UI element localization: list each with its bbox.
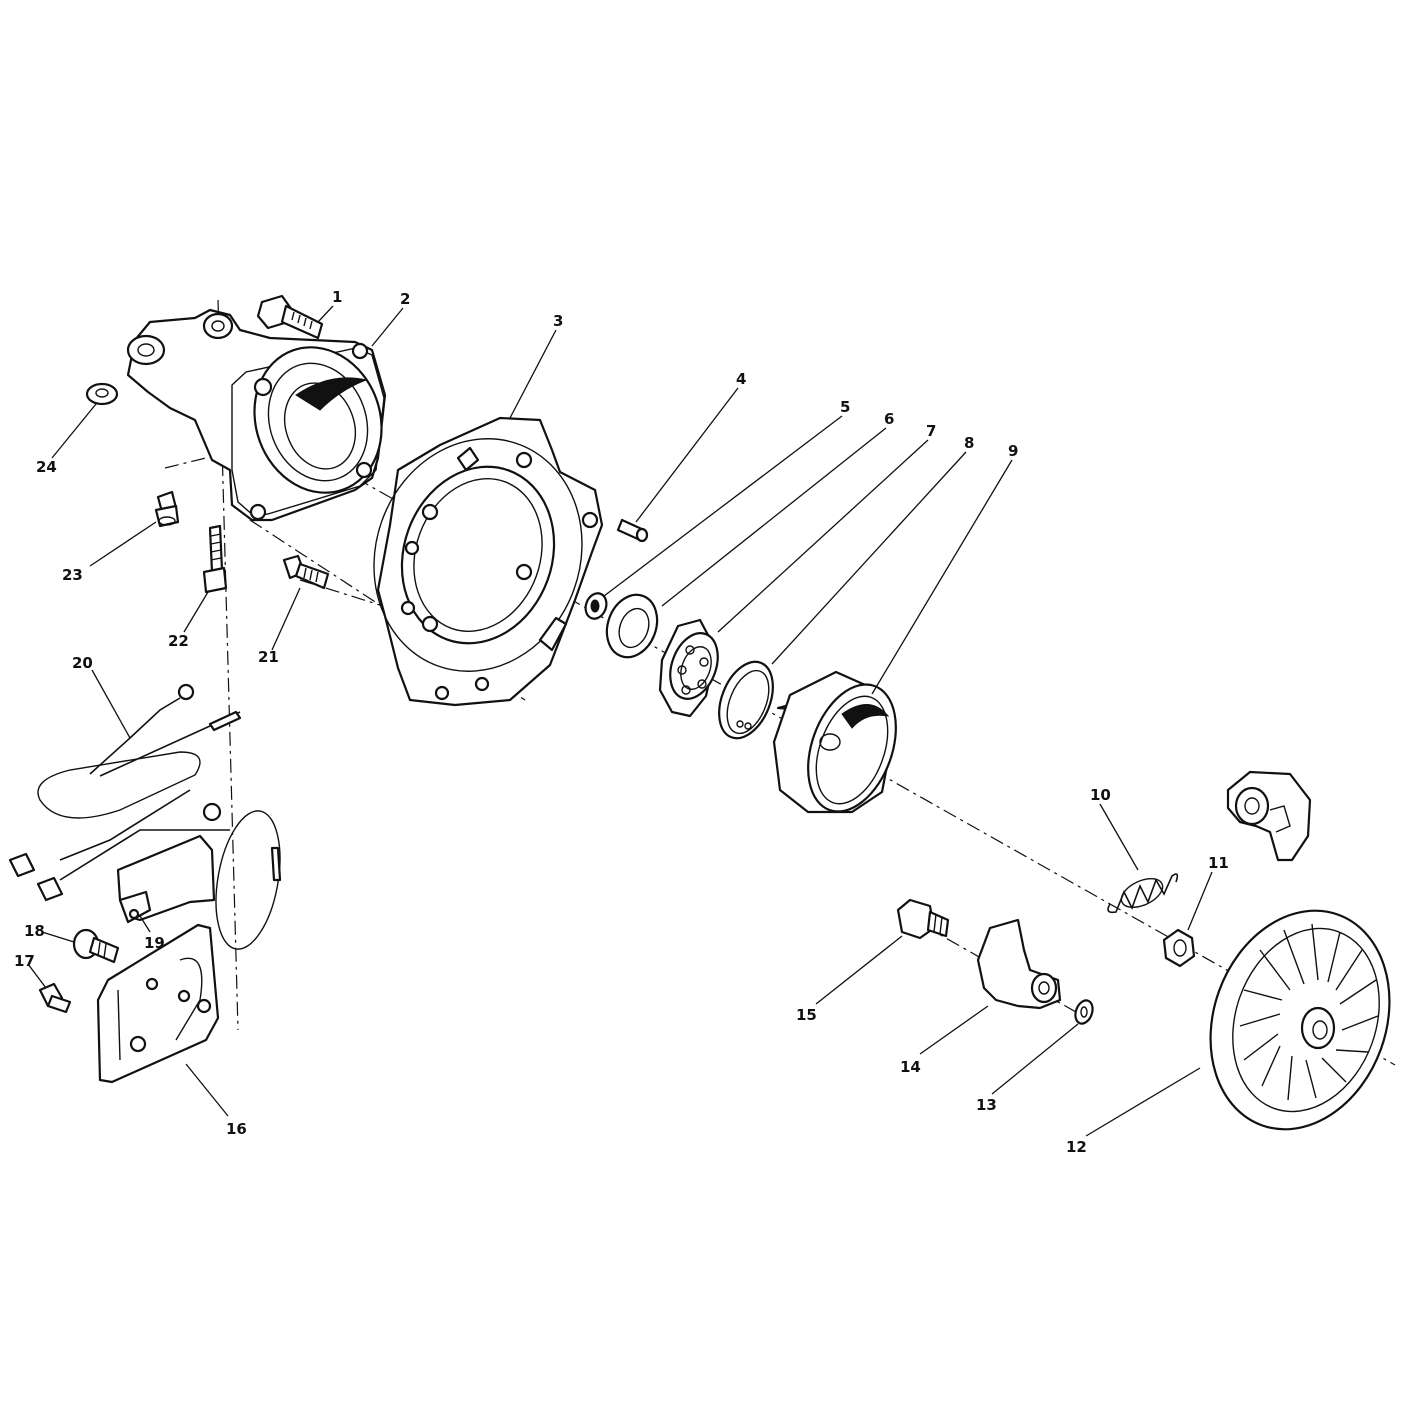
part-9-clutch-drum — [772, 670, 897, 814]
part-4-pin — [616, 518, 649, 543]
callout-20: 20 — [72, 654, 93, 672]
callout-14: 14 — [900, 1058, 921, 1076]
callout-12: 12 — [1066, 1138, 1087, 1156]
part-16-bracket-plate — [96, 923, 220, 1084]
part-17-screw — [38, 982, 72, 1014]
part-13-washer — [1074, 999, 1094, 1025]
callout-3: 3 — [553, 312, 563, 330]
callout-24: 24 — [36, 458, 57, 476]
callout-23: 23 — [62, 566, 83, 584]
part-2-clutch-housing — [126, 308, 387, 522]
part-10-spring — [1107, 873, 1179, 914]
part-3-housing-cover — [373, 416, 604, 707]
callout-21: 21 — [258, 648, 279, 666]
callout-22: 22 — [168, 632, 189, 650]
part-8-snap-ring — [718, 660, 774, 740]
part-6-thrust-washer — [605, 593, 659, 659]
part-14-clutch-shoe — [976, 918, 1062, 1010]
part-1-bolt — [256, 294, 324, 340]
part-12-flywheel — [1209, 909, 1391, 1131]
part-5-retaining-ring — [584, 592, 608, 620]
callout-6: 6 — [884, 410, 894, 428]
callout-2: 2 — [400, 290, 410, 308]
part-20-wire-harness — [8, 683, 242, 902]
part-15-shoulder-bolt — [896, 898, 950, 940]
callout-11: 11 — [1208, 854, 1229, 872]
callout-16: 16 — [226, 1120, 247, 1138]
callout-15: 15 — [796, 1006, 817, 1024]
part-23-screw — [154, 490, 180, 528]
callout-5: 5 — [840, 398, 850, 416]
callout-9: 9 — [1008, 442, 1018, 460]
part-22-long-bolt — [202, 524, 228, 594]
callout-10: 10 — [1090, 786, 1111, 804]
part-19-ignition-module — [116, 810, 282, 950]
part-7-ball-bearing — [658, 618, 719, 718]
part-11-nut — [1162, 928, 1196, 968]
part-18-screw — [72, 928, 120, 964]
callout-19: 19 — [144, 934, 165, 952]
callout-17: 17 — [14, 952, 35, 970]
callout-13: 13 — [976, 1096, 997, 1114]
clutch-shoe — [1226, 770, 1312, 862]
callout-1: 1 — [332, 288, 342, 306]
callout-18: 18 — [24, 922, 45, 940]
callout-7: 7 — [926, 422, 936, 440]
part-21-bolt — [282, 554, 330, 590]
callout-labels: 1 2 3 4 5 6 7 8 9 10 11 12 13 14 15 16 1… — [14, 288, 1229, 1156]
callout-8: 8 — [964, 434, 974, 452]
callout-4: 4 — [736, 370, 746, 388]
callout-leader-lines — [27, 305, 1213, 1137]
part-24-washer — [85, 382, 119, 406]
